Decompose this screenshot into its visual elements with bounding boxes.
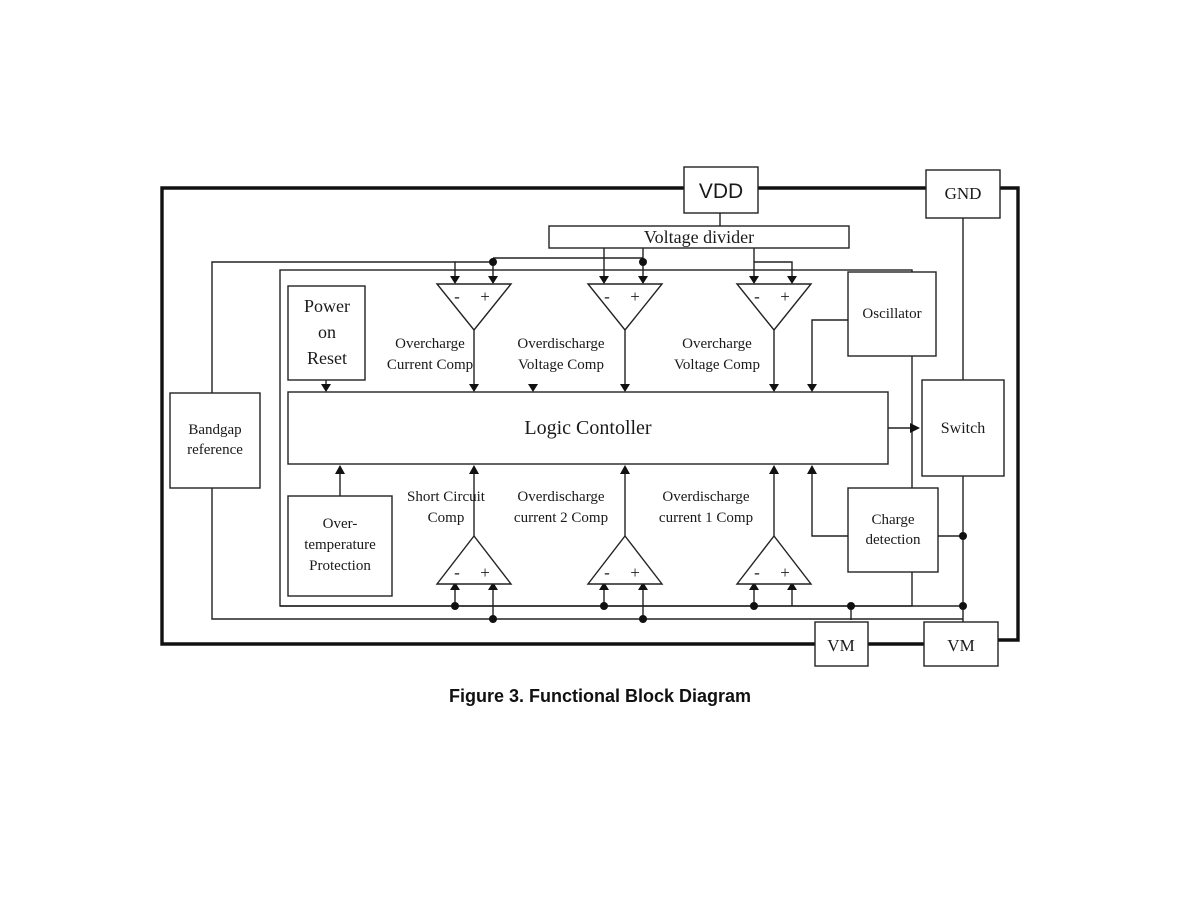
vdd-label: VDD (699, 180, 743, 203)
vm-right-label: VM (947, 636, 974, 655)
top-comp-2-line2: Voltage Comp (518, 357, 604, 373)
power-on-reset-line3: Reset (307, 348, 347, 368)
bottom-comp-3-line2: current 1 Comp (659, 510, 753, 526)
top-comp-3-line1: Overcharge (682, 336, 752, 352)
top-comp-2-line1: Overdischarge (517, 336, 605, 352)
over-temperature-block: Over- temperature Protection (287, 495, 393, 597)
vm-pin-left: VM (814, 621, 869, 667)
comparator-minus: - (754, 287, 760, 306)
bottom-comp-1-line2: Comp (428, 510, 465, 526)
voltage-divider-label: Voltage divider (644, 227, 754, 247)
voltage-divider-block: Voltage divider (548, 225, 850, 249)
comparator-minus: - (454, 287, 460, 306)
comparator-overcharge-current: - + (435, 283, 513, 332)
comparator-minus: - (454, 563, 460, 582)
bottom-comparators: - + - + - + (435, 534, 813, 585)
top-comparators: - + - + - + (435, 283, 813, 332)
bottom-comp-2-line1: Overdischarge (517, 489, 605, 505)
bottom-comparator-labels: Short Circuit Comp Overdischarge current… (407, 489, 753, 526)
bottom-comp-1-line1: Short Circuit (407, 489, 486, 505)
comparator-plus: + (780, 563, 790, 582)
power-on-reset-line1: Power (304, 296, 350, 316)
oscillator-block: Oscillator (847, 271, 937, 357)
comparator-plus: + (480, 563, 490, 582)
charge-detection-block: Charge detection (847, 487, 939, 573)
over-temp-line1: Over- (323, 516, 358, 532)
comparator-short-circuit: - + (435, 534, 513, 585)
vdd-pin: VDD (683, 166, 759, 214)
bandgap-line1: Bandgap (188, 422, 241, 438)
comparator-overcharge-voltage: - + (735, 283, 813, 332)
comparator-minus: - (754, 563, 760, 582)
comparator-overdischarge-current-2: - + (586, 534, 664, 585)
comparator-plus: + (780, 287, 790, 306)
comparator-plus: + (480, 287, 490, 306)
gnd-pin: GND (925, 169, 1001, 219)
oscillator-label: Oscillator (862, 306, 921, 322)
comparator-overdischarge-current-1: - + (735, 534, 813, 585)
comparator-plus: + (630, 563, 640, 582)
bottom-comp-3-line1: Overdischarge (662, 489, 750, 505)
gnd-label: GND (945, 184, 982, 203)
junction-dots (451, 258, 967, 623)
switch-block: Switch (921, 379, 1005, 477)
figure-caption: Figure 3. Functional Block Diagram (448, 686, 752, 706)
vm-left-label: VM (827, 636, 854, 655)
top-comp-3-line2: Voltage Comp (674, 357, 760, 373)
over-temp-line3: Protection (309, 558, 371, 574)
power-on-reset-block: Power on Reset (287, 285, 366, 381)
power-on-reset-line2: on (318, 322, 336, 342)
top-comp-1-line2: Current Comp (387, 357, 473, 373)
top-comp-1-line1: Overcharge (395, 336, 465, 352)
bottom-comp-2-line2: current 2 Comp (514, 510, 608, 526)
switch-label: Switch (941, 420, 985, 437)
over-temp-line2: temperature (304, 537, 376, 553)
vm-pin-right: VM (923, 621, 999, 667)
charge-detection-line1: Charge (871, 512, 914, 528)
comparator-minus: - (604, 287, 610, 306)
arrowheads (321, 276, 920, 590)
bandgap-line2: reference (187, 442, 243, 458)
comparator-minus: - (604, 563, 610, 582)
comparator-overdischarge-voltage: - + (586, 283, 664, 332)
bandgap-reference-block: Bandgap reference (169, 392, 261, 489)
comparator-plus: + (630, 287, 640, 306)
logic-controller-block: Logic Contoller (287, 391, 889, 465)
logic-controller-label: Logic Contoller (524, 417, 652, 439)
outer-supply-loop (160, 186, 1020, 646)
charge-detection-line2: detection (866, 532, 921, 548)
top-comparator-labels: Overcharge Current Comp Overdischarge Vo… (387, 336, 760, 373)
